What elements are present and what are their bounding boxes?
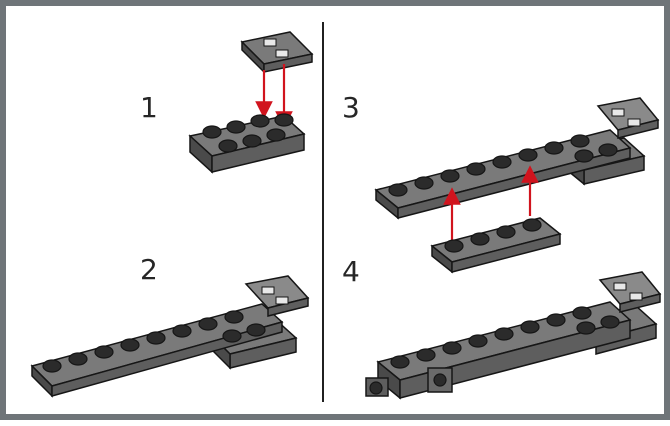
step-1-illustration — [188, 31, 314, 174]
step-divider — [322, 22, 324, 402]
studs — [390, 306, 620, 369]
assembly-illustration — [30, 31, 662, 400]
studs — [388, 134, 618, 197]
step-number-1: 1 — [140, 91, 158, 124]
step-2-illustration — [30, 275, 310, 398]
step-4-illustration — [365, 271, 662, 400]
tile-piece — [240, 31, 314, 74]
step-number-3: 3 — [342, 91, 360, 124]
studs — [444, 218, 542, 253]
step-number-4: 4 — [342, 255, 360, 288]
studs — [42, 310, 266, 373]
studs — [202, 113, 294, 153]
step-number-2: 2 — [140, 253, 158, 286]
step-3-illustration — [374, 97, 660, 274]
